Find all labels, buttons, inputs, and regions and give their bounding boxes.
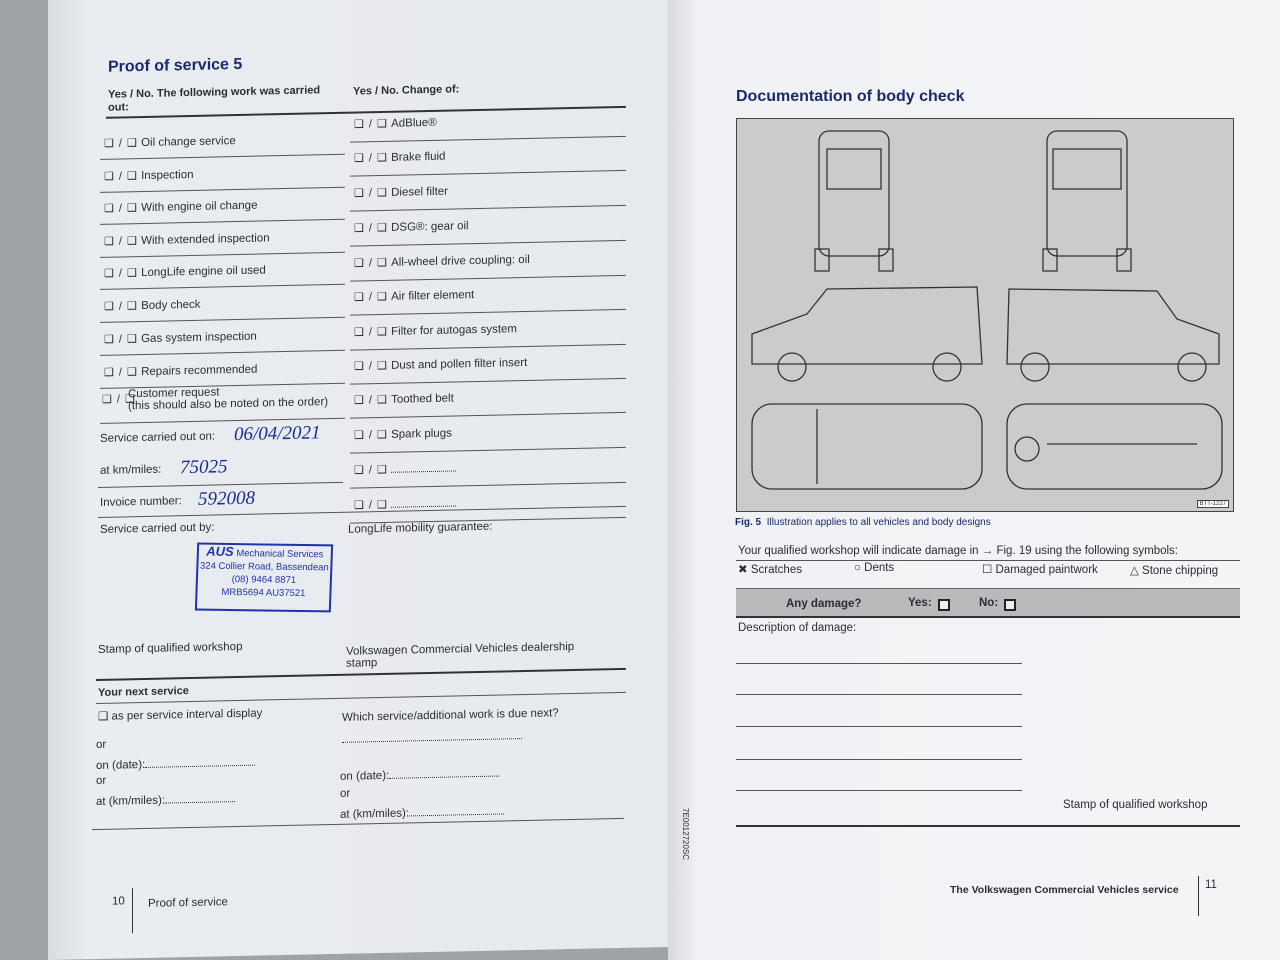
km-label: at km/miles:	[100, 463, 162, 477]
which-service-label: Which service/additional work is due nex…	[342, 707, 559, 724]
any-damage-label: Any damage?	[786, 598, 862, 610]
van-front-view-icon	[1042, 130, 1132, 272]
vehicle-diagram: BTT-1227	[736, 118, 1234, 512]
or-label: or	[340, 787, 351, 800]
page-title: Documentation of body check	[736, 88, 965, 105]
description-label: Description of damage:	[738, 622, 857, 634]
change-item[interactable]: ❑ / ❑ Spark plugs	[354, 427, 452, 442]
which-service-field[interactable]	[342, 726, 522, 748]
van-right-side-icon	[1006, 288, 1220, 382]
symbol-stone-chipping: △ Stone chipping	[1130, 565, 1219, 577]
symbol-damaged-paintwork: ☐ Damaged paintwork	[982, 564, 1098, 576]
work-item[interactable]: ❑ / ❑ Repairs recommended	[104, 363, 258, 379]
side-code: 7E0012720SC	[681, 808, 690, 861]
next-service-heading: Your next service	[98, 685, 189, 699]
stamp-workshop-label: Stamp of qualified workshop	[98, 640, 243, 656]
change-item[interactable]: ❑ / ❑ Toothed belt	[354, 392, 454, 407]
longlife-label: LongLife mobility guarantee:	[348, 520, 493, 536]
invoice-label: Invoice number:	[100, 495, 182, 509]
work-item[interactable]: ❑ / ❑ With engine oil change	[104, 199, 258, 215]
van-underside-icon	[1006, 403, 1223, 490]
at-km-field-right[interactable]: at (km/miles):	[340, 804, 504, 821]
change-item[interactable]: ❑ / ❑ DSG®: gear oil	[354, 220, 469, 235]
workshop-stamp: AUS Mechanical Services 324 Collier Road…	[194, 542, 334, 613]
footer-label: The Volkswagen Commercial Vehicles servi…	[950, 884, 1179, 896]
no-checkbox[interactable]	[1004, 599, 1016, 611]
work-item[interactable]: ❑ / ❑ Body check	[104, 298, 201, 313]
change-item[interactable]: ❑ / ❑ AdBlue®	[354, 116, 437, 131]
footer-label: Proof of service	[148, 896, 228, 910]
invoice-value[interactable]: 592008	[198, 487, 255, 510]
interval-display-option[interactable]: ❑ as per service interval display	[98, 707, 263, 723]
change-item[interactable]: ❑ / ❑ Air filter element	[354, 289, 475, 304]
or-label: or	[96, 774, 107, 787]
change-item[interactable]: ❑ / ❑ Filter for autogas system	[354, 323, 518, 339]
work-item[interactable]: ❑ / ❑ Inspection	[104, 168, 194, 183]
van-top-view-icon	[751, 403, 983, 490]
symbol-scratches: ✖ Scratches	[738, 564, 802, 576]
description-line[interactable]	[736, 726, 1022, 727]
at-km-field-left[interactable]: at (km/miles):	[96, 792, 235, 808]
symbols-intro: Your qualified workshop will indicate da…	[738, 545, 1179, 557]
description-line[interactable]	[736, 759, 1022, 760]
service-date-value[interactable]: 06/04/2021	[234, 422, 321, 446]
work-item[interactable]: ❑ / ❑ LongLife engine oil used	[104, 264, 266, 280]
yes-label: Yes:	[908, 597, 932, 609]
or-label: or	[96, 738, 107, 751]
change-item[interactable]: ❑ / ❑	[354, 461, 457, 477]
description-line[interactable]	[736, 790, 1022, 791]
figure-code: BTT-1227	[1196, 500, 1229, 508]
description-line[interactable]	[736, 694, 1022, 695]
van-left-side-icon	[751, 286, 983, 382]
carried-by-label: Service carried out by:	[100, 521, 215, 536]
dealer-stamp-label: Volkswagen Commercial Vehicles dealershi…	[346, 640, 575, 670]
page-title: Proof of service 5	[108, 55, 243, 76]
stamp-workshop-label: Stamp of qualified workshop	[1063, 799, 1208, 811]
symbol-dents: ○ Dents	[854, 562, 895, 574]
customer-request-item[interactable]: ❑ / ❑Customer request(this should also b…	[102, 384, 340, 412]
figure-caption: Fig. 5 Illustration applies to all vehic…	[735, 517, 991, 528]
change-item[interactable]: ❑ / ❑ Diesel filter	[354, 185, 448, 200]
page-number: 11	[1205, 879, 1217, 891]
page-number: 10	[112, 895, 125, 908]
right-page: Documentation of body check BTT-1227 Fig…	[668, 0, 1280, 960]
work-item[interactable]: ❑ / ❑ Oil change service	[104, 135, 236, 150]
change-item[interactable]: ❑ / ❑ All-wheel drive coupling: oil	[354, 253, 530, 270]
description-line[interactable]	[736, 663, 1022, 664]
col1-header: Yes / No. The following work was carried…	[108, 84, 321, 114]
no-label: No:	[979, 597, 999, 609]
km-value[interactable]: 75025	[180, 456, 228, 479]
change-item[interactable]: ❑ / ❑ Brake fluid	[354, 150, 446, 165]
change-item[interactable]: ❑ / ❑ Dust and pollen filter insert	[354, 356, 528, 373]
service-date-label: Service carried out on:	[100, 430, 216, 445]
work-item[interactable]: ❑ / ❑ Gas system inspection	[104, 330, 257, 346]
van-rear-view-icon	[814, 130, 894, 272]
col2-header: Yes / No. Change of:	[353, 83, 460, 98]
yes-checkbox[interactable]	[938, 599, 950, 611]
on-date-field-right[interactable]: on (date):	[340, 766, 500, 783]
on-date-field-left[interactable]: on (date):	[96, 755, 256, 772]
left-page: Proof of service 5 Yes / No. The followi…	[48, 0, 668, 960]
damage-bar: Any damage? Yes: No:	[736, 588, 1240, 618]
work-item[interactable]: ❑ / ❑ With extended inspection	[104, 232, 270, 248]
